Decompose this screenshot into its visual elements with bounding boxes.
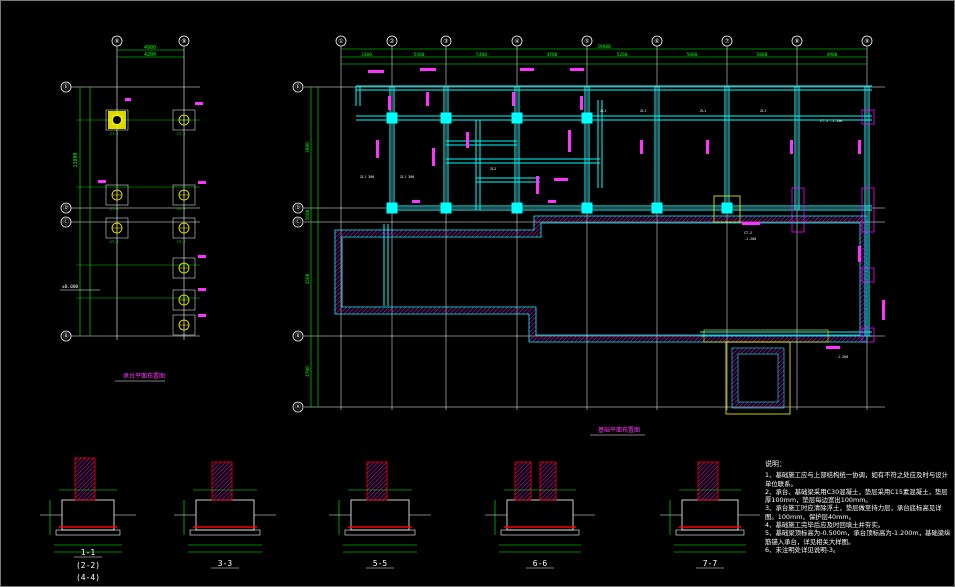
- main-left-dim: 1500: [305, 273, 311, 284]
- main-axis-top-label: ⑨: [864, 38, 869, 45]
- main-top-dims: 3300 5400 5400 4700 5200 5000 5000 4900: [361, 52, 838, 58]
- main-axis-left-bubble: [292, 330, 304, 342]
- main-pile-caps: [386, 112, 733, 214]
- section-label: 5-5: [373, 559, 388, 568]
- foundation-beams: [355, 85, 872, 337]
- main-axis-top-label: ②: [389, 38, 394, 45]
- section-label: 3-3: [218, 559, 233, 568]
- section-4: 6-6: [485, 461, 595, 569]
- main-axis-left-bubble: [292, 202, 304, 214]
- pile-crosshairs: [112, 115, 189, 330]
- main-axis-left-label: Ⓒ: [295, 218, 301, 226]
- basement-walls: [334, 215, 868, 343]
- svg-text:ZL1: ZL1: [760, 109, 766, 113]
- side-plan-title: 承台平面布置图: [123, 372, 165, 380]
- main-left-dims: 3900 5600 1500 4700: [305, 142, 311, 377]
- main-top-dim: 5000: [757, 52, 768, 58]
- note-1: 1、基础施工应与上部结构统一协调，如有不符之处应及时与设计单位联系。: [765, 471, 949, 488]
- section-2: 3-3: [174, 461, 276, 569]
- note-2: 2、承台、基础梁采用C30混凝土，垫层采用C15素混凝土，垫层厚100mm，垫层…: [765, 487, 948, 505]
- main-left-dim: 5600: [305, 209, 311, 220]
- side-axis-top-0: ⑧: [114, 38, 119, 45]
- main-axis-left-label: Ⓐ: [295, 403, 301, 411]
- main-top-dim: 5400: [476, 52, 487, 58]
- svg-text:CT-2: CT-2: [177, 240, 185, 244]
- sections: 1-1 (2-2) (4-4) 3-3 5-5 6-6 7-7: [40, 457, 760, 582]
- main-top-dim: 3300: [361, 52, 372, 58]
- main-axis-top-label: ⑥: [654, 38, 659, 45]
- main-axis-top-label: ⑧: [794, 38, 799, 45]
- main-axis-left-bubble: [292, 401, 304, 413]
- svg-text:ZL1 300: ZL1 300: [360, 175, 374, 179]
- main-axis-left-bubble: [292, 81, 304, 93]
- main-axis-left-label: Ⓑ: [295, 332, 301, 340]
- side-tags: [98, 98, 206, 317]
- main-axis-left-bubble: [292, 216, 304, 228]
- main-annotations: [368, 68, 885, 349]
- elevator-pit: [703, 329, 829, 415]
- notes-title: 说明：: [765, 460, 786, 468]
- main-axis-top-label: ①: [338, 38, 343, 45]
- side-axis-left-3: Ⓑ: [63, 332, 69, 340]
- svg-text:CT-2 -1.200: CT-2 -1.200: [820, 119, 842, 123]
- svg-text:CT-2: CT-2: [110, 240, 118, 244]
- svg-text:ZL1 300: ZL1 300: [400, 175, 414, 179]
- svg-text:ZL2: ZL2: [490, 167, 496, 171]
- side-axis-left-2: Ⓒ: [63, 218, 69, 226]
- side-pile-caps: [111, 114, 190, 331]
- main-top-dim: 5400: [414, 52, 425, 58]
- svg-text:-1.200: -1.200: [836, 355, 848, 359]
- section-label: 7-7: [703, 559, 718, 568]
- notes-panel: 说明： 1、基础施工应与上部结构统一协调，如有不符之处应及时与设计单位联系。 2…: [765, 460, 951, 554]
- section-label: 1-1: [81, 548, 96, 557]
- svg-text:ZL1: ZL1: [700, 109, 706, 113]
- section-label: 6-6: [533, 559, 548, 568]
- side-axis-left-1: Ⓓ: [63, 204, 69, 212]
- section-5: 7-7: [660, 461, 760, 569]
- main-left-dim: 3900: [305, 142, 311, 153]
- section-sub2: (4-4): [76, 573, 100, 582]
- svg-text:CT-1: CT-1: [110, 132, 118, 136]
- side-axis-top-1: ⑨: [181, 38, 186, 45]
- note-4: 4、基础施工完毕后应及时回填土并夯实。: [765, 521, 885, 530]
- main-axis-top-label: ③: [443, 38, 448, 45]
- side-elevation: ±0.000: [62, 284, 79, 290]
- main-top-dim: 4900: [827, 52, 838, 58]
- side-top-total: 4900: [144, 45, 156, 51]
- svg-text:ZL1: ZL1: [600, 109, 606, 113]
- side-axis-left-0: Ⓔ: [63, 83, 69, 91]
- main-top-dim: 4700: [547, 52, 558, 58]
- note-6: 6、未注明处详见说明-3。: [765, 545, 840, 554]
- main-plan-title: 基础平面布置图: [598, 426, 640, 434]
- side-left-total: 13800: [73, 152, 79, 167]
- main-top-dim: 5200: [617, 52, 628, 58]
- svg-text:CT-1: CT-1: [177, 132, 185, 136]
- main-left-dim: 4700: [305, 366, 311, 377]
- section-1: 1-1 (2-2) (4-4): [40, 457, 136, 582]
- note-5: 5、基础梁顶标高为-0.500m，承台顶标高为-1.200m，基础梁纵筋锚入承台…: [765, 529, 951, 546]
- svg-text:ZL1: ZL1: [640, 109, 646, 113]
- main-axis-left-label: Ⓓ: [295, 204, 301, 212]
- side-plan: ⑧ ⑨ 4900 4200 Ⓔ Ⓓ Ⓒ Ⓑ 13800 ±0.000: [60, 35, 206, 382]
- svg-text:CT-2: CT-2: [177, 207, 185, 211]
- main-plan: ① ② ③ ④ ⑤ ⑥ ⑦ ⑧ ⑨ Ⓔ Ⓓ Ⓒ Ⓑ Ⓐ 39900 3300 5400 5400 4700 52…: [292, 35, 885, 436]
- section-sub: (2-2): [76, 561, 100, 570]
- main-top-dim: 5000: [687, 52, 698, 58]
- main-axis-left-label: Ⓔ: [295, 83, 301, 91]
- section-3: 5-5: [329, 461, 431, 569]
- main-axes-left: Ⓔ Ⓓ Ⓒ Ⓑ Ⓐ: [292, 81, 304, 413]
- svg-text:CT-2: CT-2: [110, 207, 118, 211]
- main-axis-top-label: ⑦: [724, 38, 729, 45]
- main-axis-top-label: ④: [514, 38, 519, 45]
- svg-text:CT-2: CT-2: [744, 231, 752, 235]
- note-3: 3、承台施工时应清除浮土，垫层做至持力层，承台底标高见详图。100mm，保护层4…: [765, 504, 942, 521]
- side-top-sub: 4200: [144, 52, 156, 58]
- main-axis-top-label: ⑤: [584, 38, 589, 45]
- svg-text:-1.200: -1.200: [744, 237, 756, 241]
- main-top-total: 39900: [597, 44, 611, 50]
